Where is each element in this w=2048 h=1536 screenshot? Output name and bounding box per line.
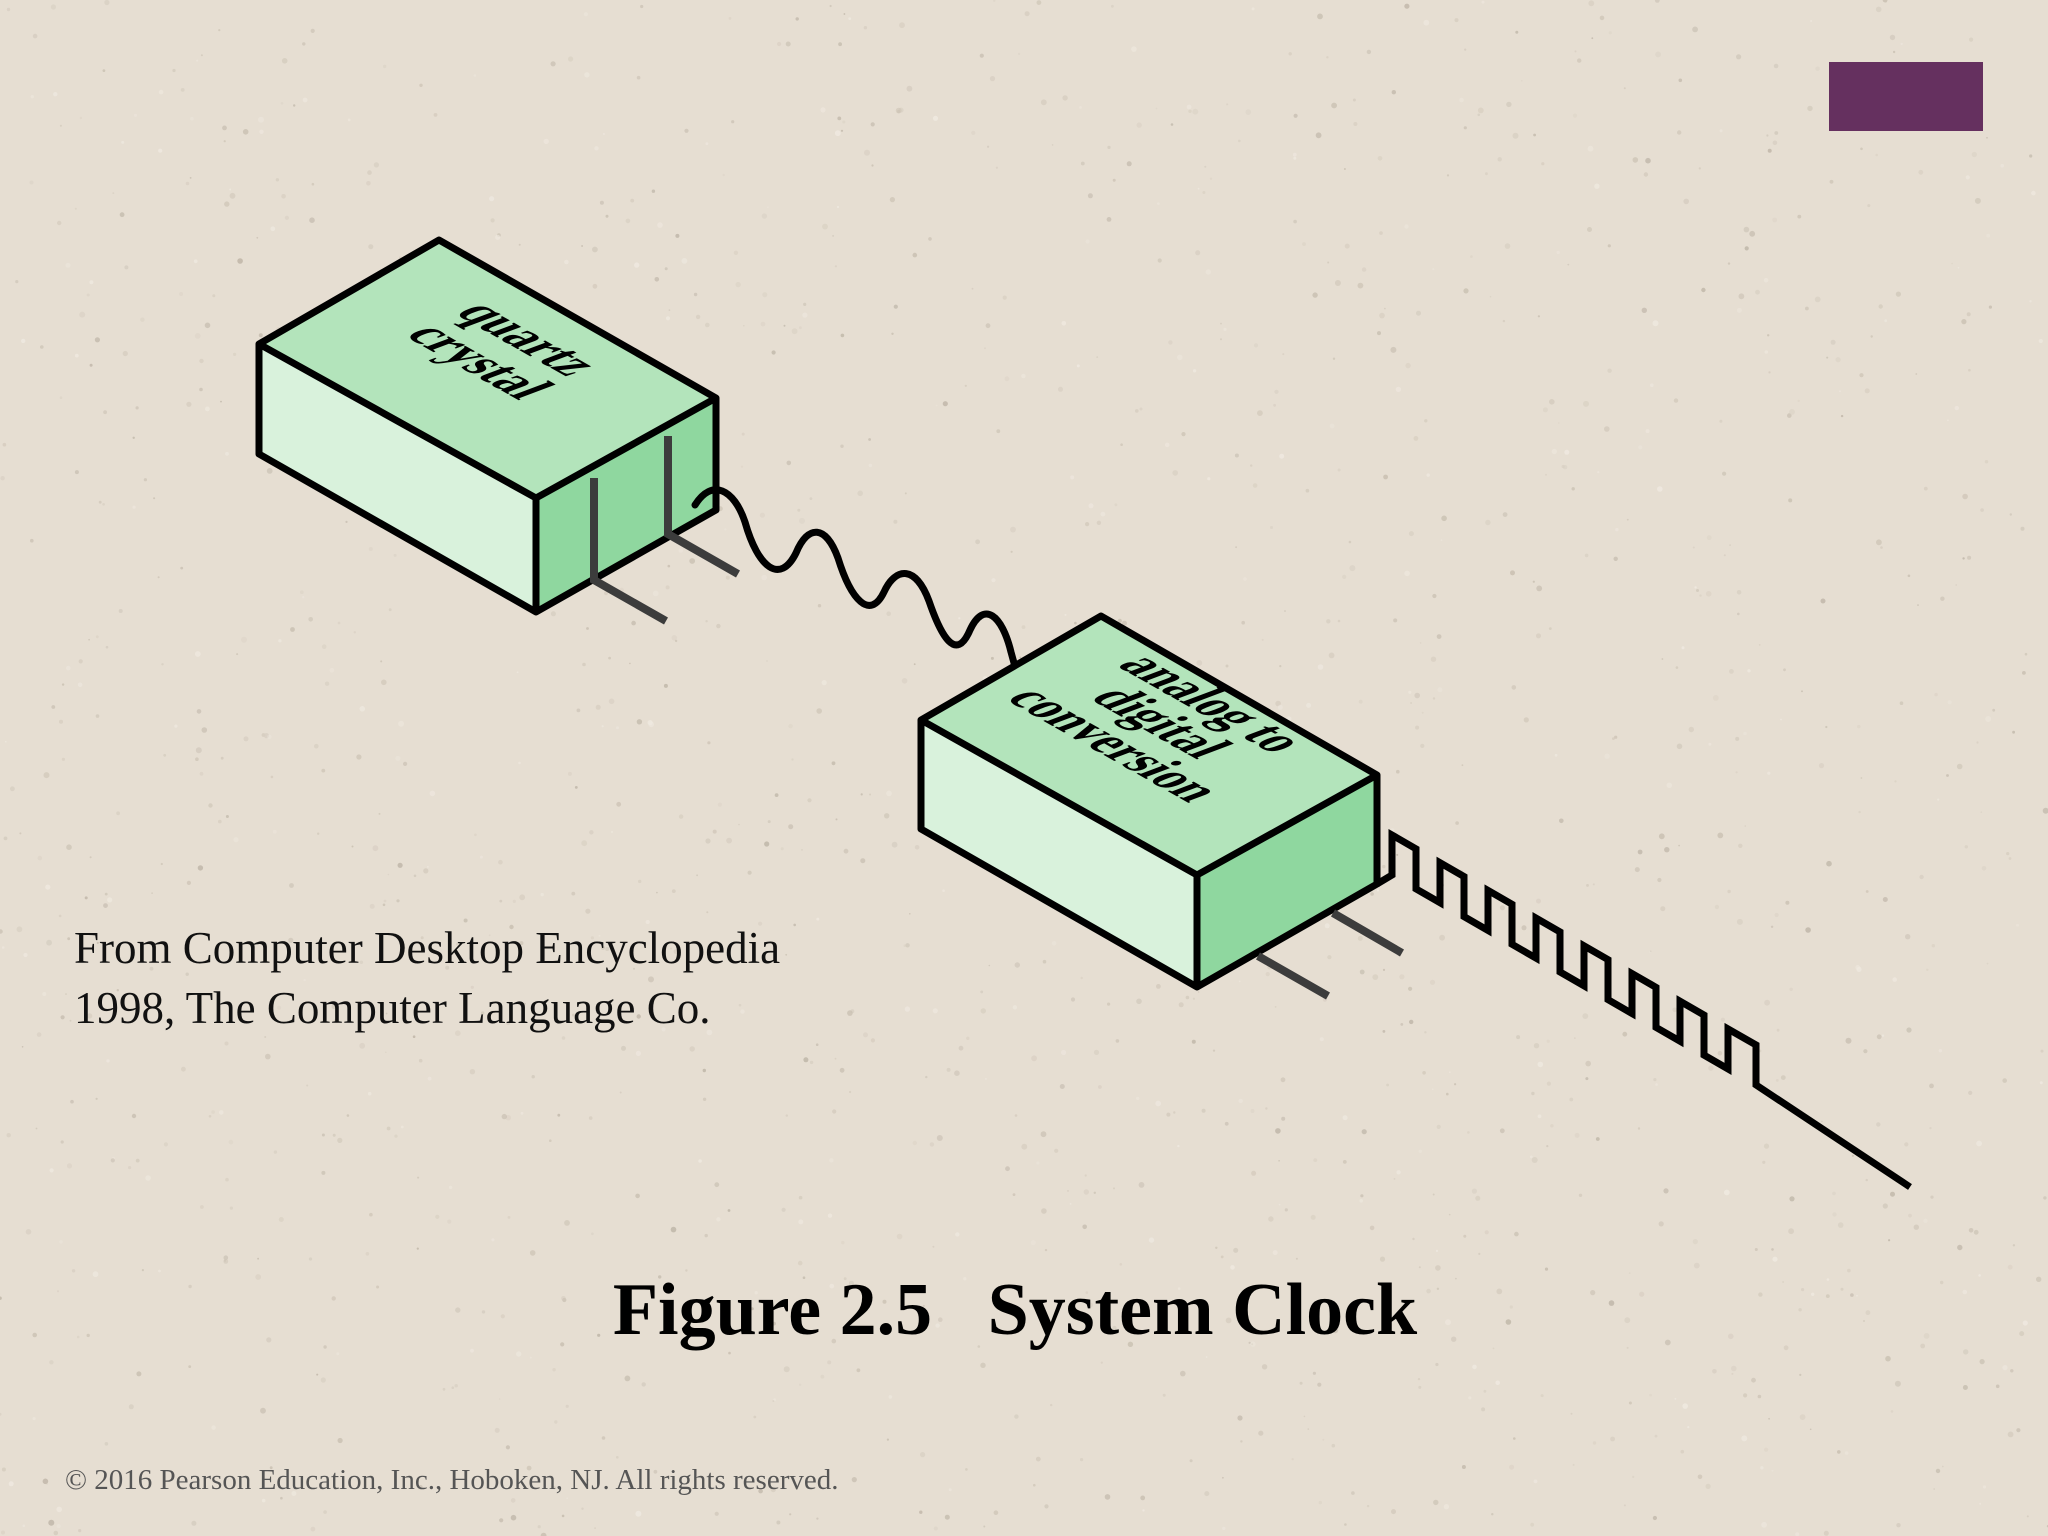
adc-block-left-face: [921, 720, 1197, 987]
digital-square-wave: [1375, 828, 1912, 1190]
copyright-notice: © 2016 Pearson Education, Inc., Hoboken,…: [65, 1464, 839, 1496]
adc-block-legs: [1256, 909, 1405, 1000]
quartz-block-left-face: [259, 344, 536, 612]
quartz-crystal-block: quartz crystal: [255, 236, 740, 625]
quartz-block-legs: [590, 436, 740, 625]
source-note: From Computer Desktop Encyclopedia 1998,…: [74, 918, 780, 1038]
quartz-block-outline: [255, 236, 720, 616]
adc-block-right-face: [1197, 775, 1377, 987]
adc-block: analog to digital conversion: [917, 612, 1405, 1000]
source-note-line-1: From Computer Desktop Encyclopedia: [74, 923, 781, 973]
quartz-block-top-face: [259, 240, 716, 498]
source-note-line-2: 1998, The Computer Language Co.: [74, 983, 711, 1033]
figure-caption: Figure 2.5 System Clock: [612, 1269, 1418, 1351]
adc-block-top-face: [921, 616, 1377, 875]
analog-sine-wave: [691, 486, 1024, 689]
accent-box: [1829, 62, 1983, 131]
